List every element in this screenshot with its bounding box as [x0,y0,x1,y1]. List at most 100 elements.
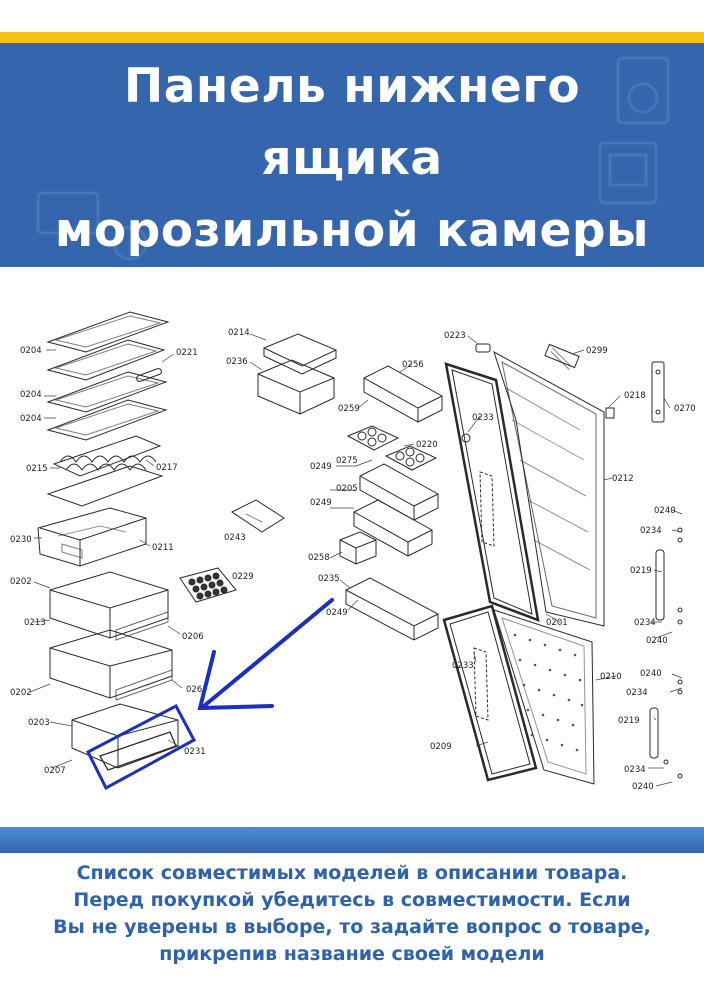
part-label: 0231 [184,747,206,757]
part-label: 0258 [308,553,330,563]
part-label: 0215 [26,464,48,474]
ventilation-grille [544,343,580,371]
part-label: 0212 [612,474,634,484]
notice-line-4: прикрепив название своей модели [159,943,545,965]
compatibility-notice: Список совместимых моделей в описании то… [0,860,704,968]
small-box-0258 [339,531,377,565]
part-label: 0205 [336,484,358,494]
part-label: 0202 [10,577,32,587]
part-label: 0221 [176,348,198,358]
glass-shelf-crisper [46,465,164,507]
door-sensor-0233 [461,433,495,547]
part-label: 0234 [626,688,648,698]
highlight-frame [85,703,197,791]
glass-shelf-top [46,311,170,353]
part-label: 0204 [20,346,42,356]
part-label: 0218 [624,391,646,401]
part-label: 0275 [336,456,358,466]
exploded-parts-diagram: 0204 0221 0204 0204 0215 0217 0230 0211 … [10,311,696,792]
part-label: 0213 [24,618,46,628]
part-label: 0259 [338,404,360,414]
notice-line-3: Вы не уверены в выборе, то задайте вопро… [53,916,651,938]
part-label: 0204 [20,414,42,424]
bottle-rack [52,435,162,477]
title-line-2: ящика [261,131,443,186]
part-label: 0223 [444,331,466,341]
part-label: 0299 [586,346,608,356]
fridge-door [493,350,605,627]
small-compartment-0214 [262,333,338,375]
part-label: 0249 [310,498,332,508]
freezer-drawer-upper [49,571,169,641]
part-label: 0234 [640,526,662,536]
fridge-door-seal [444,362,540,622]
hinge-0270 [651,361,665,423]
top-accent-stripe [0,32,704,43]
door-handle-top [475,343,491,353]
part-label: 0211 [152,543,174,553]
part-label: 0235 [318,574,340,584]
part-label: 0214 [228,328,250,338]
part-label: 0249 [310,462,332,472]
title-line-1: Панель нижнего [123,59,581,114]
door-shelf-0249 [353,499,433,557]
notice-line-1: Список совместимых моделей в описании то… [76,862,628,884]
crisper-drawer [37,507,147,567]
part-label: 0240 [646,636,668,646]
glass-shelf-3 [46,371,168,413]
part-label: 0220 [416,440,438,450]
ice-tray [179,567,237,603]
part-label: 0234 [624,765,646,775]
part-label: 0210 [600,672,622,682]
appliance-icons-watermark [36,56,670,261]
part-label: 0234 [634,618,656,628]
freezer-door [493,609,595,785]
freezer-door-dots [513,633,584,752]
part-labels: 0204 0221 0204 0204 0215 0217 0230 0211 … [10,328,696,792]
part-label: 0240 [632,782,654,792]
part-label: 0233 [472,413,494,423]
part-label: 0206 [182,632,204,642]
part-label: 026 [186,685,202,695]
part-label: 0204 [20,390,42,400]
page-title: Панель нижнего ящика морозильной камеры [0,51,704,267]
small-part-0218 [605,407,615,419]
door-shelf-0256 [363,365,443,423]
part-label: 0240 [654,506,676,516]
header-banner: Панель нижнего ящика морозильной камеры [0,43,704,267]
egg-holder-2 [384,445,438,471]
door-shelf-0205 [359,463,439,521]
part-label: 0229 [232,572,254,582]
title-line-3: морозильной камеры [54,203,650,258]
part-label: 0209 [430,742,452,752]
part-label: 0219 [618,716,640,726]
part-label: 0202 [10,688,32,698]
freezer-sensor-0233 [473,647,489,721]
part-label: 0233 [452,661,474,671]
part-label: 0236 [226,357,248,367]
handle-upper-assembly [655,527,683,625]
part-label: 0270 [674,404,696,414]
part-label: 0243 [224,533,246,543]
notice-line-2: Перед покупкой убедитесь в совместимости… [73,889,631,911]
glass-shelf-2 [46,339,166,381]
butter-dish-lid [231,499,285,533]
freezer-door-seal [442,604,538,782]
part-label: 0207 [44,766,66,776]
part-label: 0249 [326,608,348,618]
shelf-rod [136,368,162,382]
part-label: 0201 [546,618,568,628]
part-label: 0230 [10,535,32,545]
door-shelf-bottle [345,577,439,641]
egg-holder-1 [346,425,400,451]
part-label: 0203 [28,718,50,728]
part-label: 0219 [630,566,652,576]
handle-lower-assembly [649,679,683,779]
freezer-drawer-middle [49,629,173,701]
part-label: 0217 [156,463,178,473]
glass-shelf-4 [46,399,168,441]
pointer-arrow [197,598,334,711]
part-label: 0256 [402,360,424,370]
small-compartment-0236 [257,359,335,415]
part-label: 0240 [640,669,662,679]
